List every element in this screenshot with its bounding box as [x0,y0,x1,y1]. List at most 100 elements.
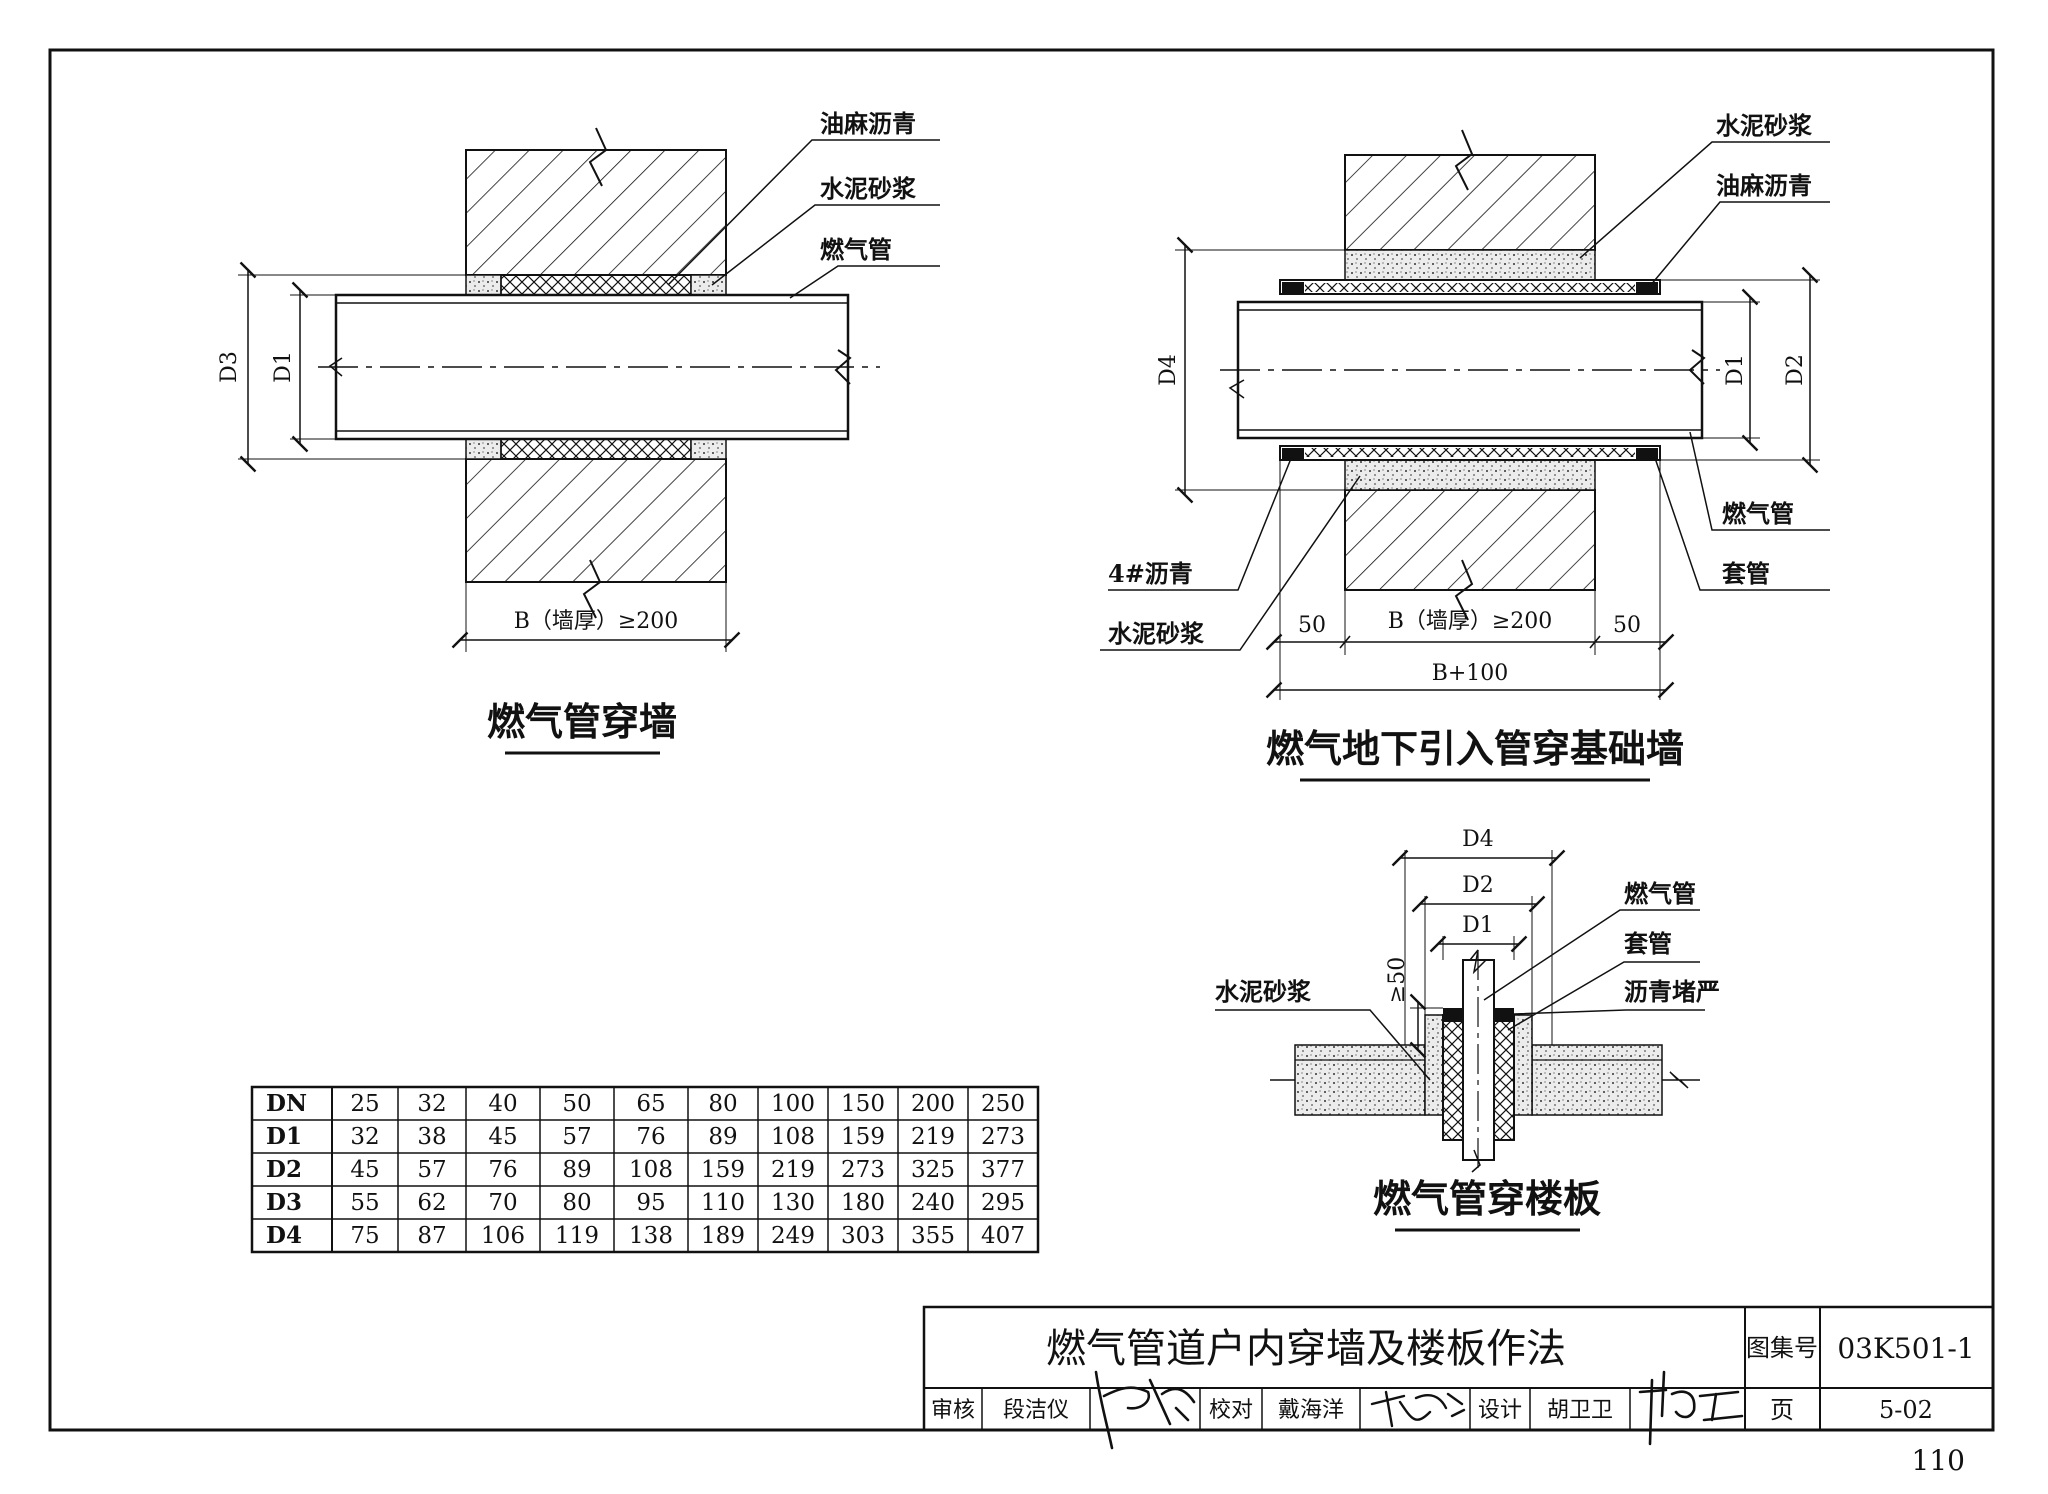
floor-sleeve-right [1493,1014,1515,1141]
dim-height-floor: ≥50 [1385,957,1410,1003]
reviewer-name: 段洁仪 [1003,1398,1069,1423]
atlas-number: 03K501-1 [1837,1332,1974,1365]
table-cell: 219 [911,1124,955,1150]
floor-pipe-break-bottom [1471,1149,1481,1173]
table-cell: 355 [911,1223,955,1249]
pipe-end-break-wall [328,357,343,377]
table-cell: 189 [701,1223,745,1249]
wall-break-top [588,127,608,187]
pipe-break-wall [834,349,852,385]
caption-wall: 燃气管穿墙 [487,699,677,744]
foundation-break-bottom [1454,559,1474,621]
table-cell: 407 [981,1223,1025,1249]
slab-left [1294,1044,1426,1116]
label-mortar-bottom-fnd: 水泥砂浆 [1108,619,1205,648]
mortar-upper-left [465,274,502,296]
table-cell: 55 [350,1190,379,1216]
foundation-lower [1344,489,1596,591]
view-foundation: D4 D1 D2 50 B（墙厚）≥200 50 B+100 水泥砂浆 油麻沥青… [1100,111,1830,782]
table-cell: 273 [981,1124,1025,1150]
slab-right [1531,1044,1663,1116]
table-cell: 108 [771,1124,815,1150]
table-cell: 150 [841,1091,885,1117]
signature-checker [1370,1390,1466,1428]
dim-right-50: 50 [1613,613,1641,638]
table-cell: 40 [488,1091,517,1117]
leader-mortar-wall [711,204,940,286]
table-cell: 87 [417,1223,446,1249]
table-cell: 65 [636,1091,665,1117]
leader-gaspipe-fnd [1689,431,1830,531]
table-cell: 80 [562,1190,591,1216]
table-row-header: D2 [266,1156,302,1183]
signature-reviewer [1094,1370,1196,1450]
table-cell: 89 [708,1124,737,1150]
leader-sleeve-fnd [1654,457,1830,591]
table-cell: 159 [841,1124,885,1150]
design-label: 设计 [1478,1398,1522,1423]
dim-d2-floor: D2 [1462,873,1494,898]
table-cell: 200 [911,1091,955,1117]
pipe-break-foundation-left [1228,379,1245,399]
mortar-lower-right [690,438,727,460]
slab-right-break [1662,1071,1700,1089]
table-cell: 50 [562,1091,591,1117]
table-cell: 249 [771,1223,815,1249]
dim-d3-wall: D3 [217,351,242,383]
checker-name: 戴海洋 [1278,1398,1344,1423]
table-cell: 76 [488,1157,517,1183]
oakum-lower [500,438,692,460]
leader-gaspipe-wall [789,265,940,299]
oakum-lower-foundation [1305,448,1635,457]
leader-asphalt-floor [1513,1009,1705,1015]
review-label: 审核 [931,1398,975,1423]
designer-name: 胡卫卫 [1547,1398,1613,1423]
label-mortar-floor: 水泥砂浆 [1215,977,1312,1006]
label-gaspipe-floor: 燃气管 [1624,879,1696,908]
view-wall: D3 D1 B（墙厚）≥200 油麻沥青 水泥砂浆 燃气管 燃气管穿墙 [217,109,940,755]
dim-d1-foundation: D1 [1723,354,1748,386]
asphalt-plug-lr [1636,448,1658,459]
table-cell: 130 [771,1190,815,1216]
table-cell: 110 [701,1190,745,1216]
atlas-label: 图集号 [1746,1334,1818,1362]
table-cell: 89 [562,1157,591,1183]
table-cell: 62 [417,1190,446,1216]
label-asphalt-floor: 沥青堵严 [1624,977,1720,1006]
sheet-number: 110 [1912,1444,1965,1477]
table-row-header: D1 [266,1123,302,1150]
asphalt-plug-ur [1636,282,1658,293]
wall-lower [465,458,727,583]
table-cell: 80 [708,1091,737,1117]
table-cell: 38 [417,1124,446,1150]
page-label: 页 [1770,1396,1794,1424]
table-cell: 76 [636,1124,665,1150]
label-gaspipe-wall: 燃气管 [820,235,892,264]
dim-left-50: 50 [1298,613,1326,638]
wall-break-bottom [582,559,602,619]
leader-sleeve-floor [1507,961,1700,1031]
title-block-frame [922,1305,1995,1432]
asphalt-plug-ul [1282,282,1304,293]
table-row-header: DN [266,1090,307,1117]
caption-foundation: 燃气地下引入管穿基础墙 [1266,726,1684,771]
leader-asphalt-fnd [1108,455,1293,591]
title-block: 燃气管道户内穿墙及楼板作法 图集号 03K501-1 页 5-02 审核 段洁仪… [922,1305,1995,1450]
dim-b-plus-100: B+100 [1432,661,1509,686]
floor-asphalt-left [1443,1008,1463,1022]
label-mortar-top-fnd: 水泥砂浆 [1716,111,1813,140]
table-row-header: D4 [266,1222,302,1249]
table-cell: 295 [981,1190,1025,1216]
table-cell: 32 [350,1124,379,1150]
label-asphalt-fnd: 4#沥青 [1108,559,1193,588]
dim-f-tick-mid2 [1589,635,1601,649]
dim-d1-floor: D1 [1462,913,1494,938]
signature-designer [1638,1370,1744,1446]
table-cell: 159 [701,1157,745,1183]
oakum-upper-foundation [1305,283,1635,292]
table-cell: 106 [481,1223,525,1249]
label-gaspipe-fnd: 燃气管 [1722,499,1794,528]
table-cell: 138 [629,1223,673,1249]
